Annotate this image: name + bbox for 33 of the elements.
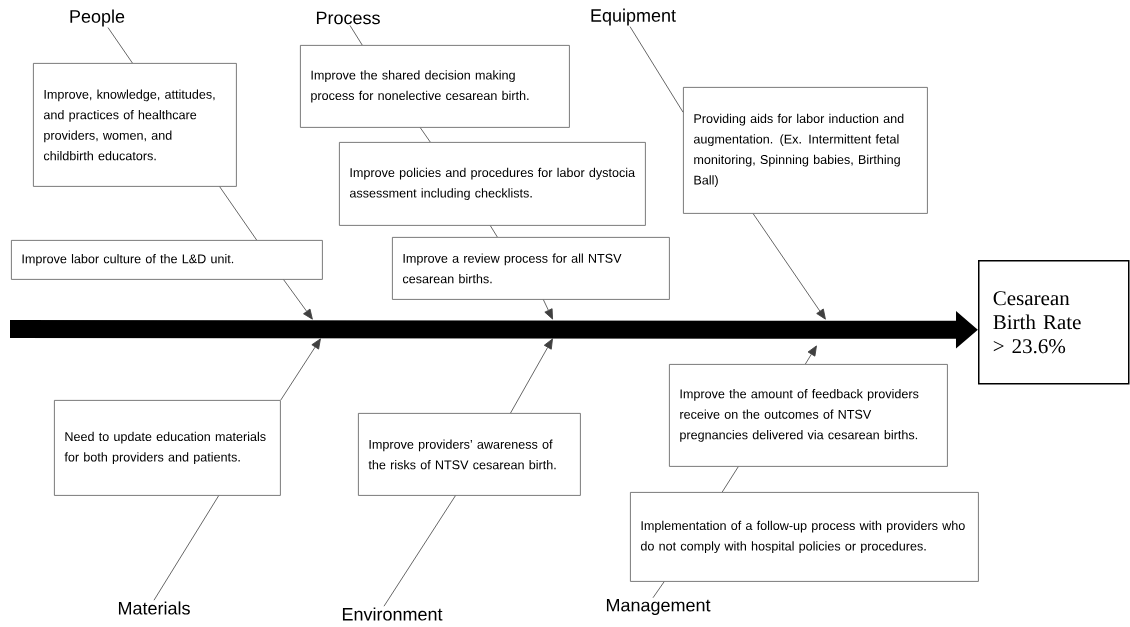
connector-line: [153, 495, 219, 601]
connector-line: [383, 495, 456, 607]
cause-box: Providing aids for labor induction and augmentation. (Ex. Intermittent fetal monitoring, Spinning babies, Birthing Ball): [683, 87, 928, 214]
cause-box: Improve labor culture of the L&D unit.: [11, 240, 323, 280]
connector-line: [652, 581, 665, 599]
category-label: People: [70, 9, 125, 27]
connector-line: [107, 27, 133, 64]
arrow: [805, 345, 817, 365]
cause-box: Improve policies and procedures for labor dystocia assessment including checklists.: [339, 142, 646, 226]
connector-line: [629, 26, 684, 113]
arrow: [543, 299, 553, 320]
arrow: [752, 213, 826, 320]
cause-box: Improve the shared decision making process for nonelective cesarean birth.: [300, 45, 570, 128]
connector-line: [419, 127, 431, 143]
connector-line: [721, 466, 739, 493]
cause-box: Improve the amount of feedback providers receive on the outcomes of NTSV pregnancies delivered via cesarean births.: [669, 364, 948, 467]
cause-box: Improve a review process for all NTSV cesarean births.: [392, 237, 670, 300]
arrow: [283, 279, 313, 320]
category-label: Materials: [118, 601, 190, 615]
cause-box: Implementation of a follow-up process with providers who do not comply with hospital policies or procedures.: [630, 492, 979, 582]
connector-line: [349, 25, 363, 46]
cause-box: Improve, knowledge, attitudes, and practices of healthcare providers, women, and childbirth educators.: [33, 63, 237, 187]
outcome-box: Cesarean Birth Rate > 23.6%: [978, 260, 1130, 385]
connector-line: [490, 225, 498, 238]
cause-box: Improve providers’ awareness of the risks of NTSV cesarean birth.: [358, 413, 581, 496]
category-label: Management: [606, 598, 711, 616]
connector-line: [219, 186, 258, 241]
category-label: Process: [316, 11, 380, 25]
category-label: Equipment: [591, 8, 676, 26]
arrow: [280, 338, 321, 401]
cause-box: Need to update education materials for both providers and patients.: [54, 400, 281, 496]
category-label: Environment: [342, 607, 443, 621]
arrow: [510, 338, 553, 414]
